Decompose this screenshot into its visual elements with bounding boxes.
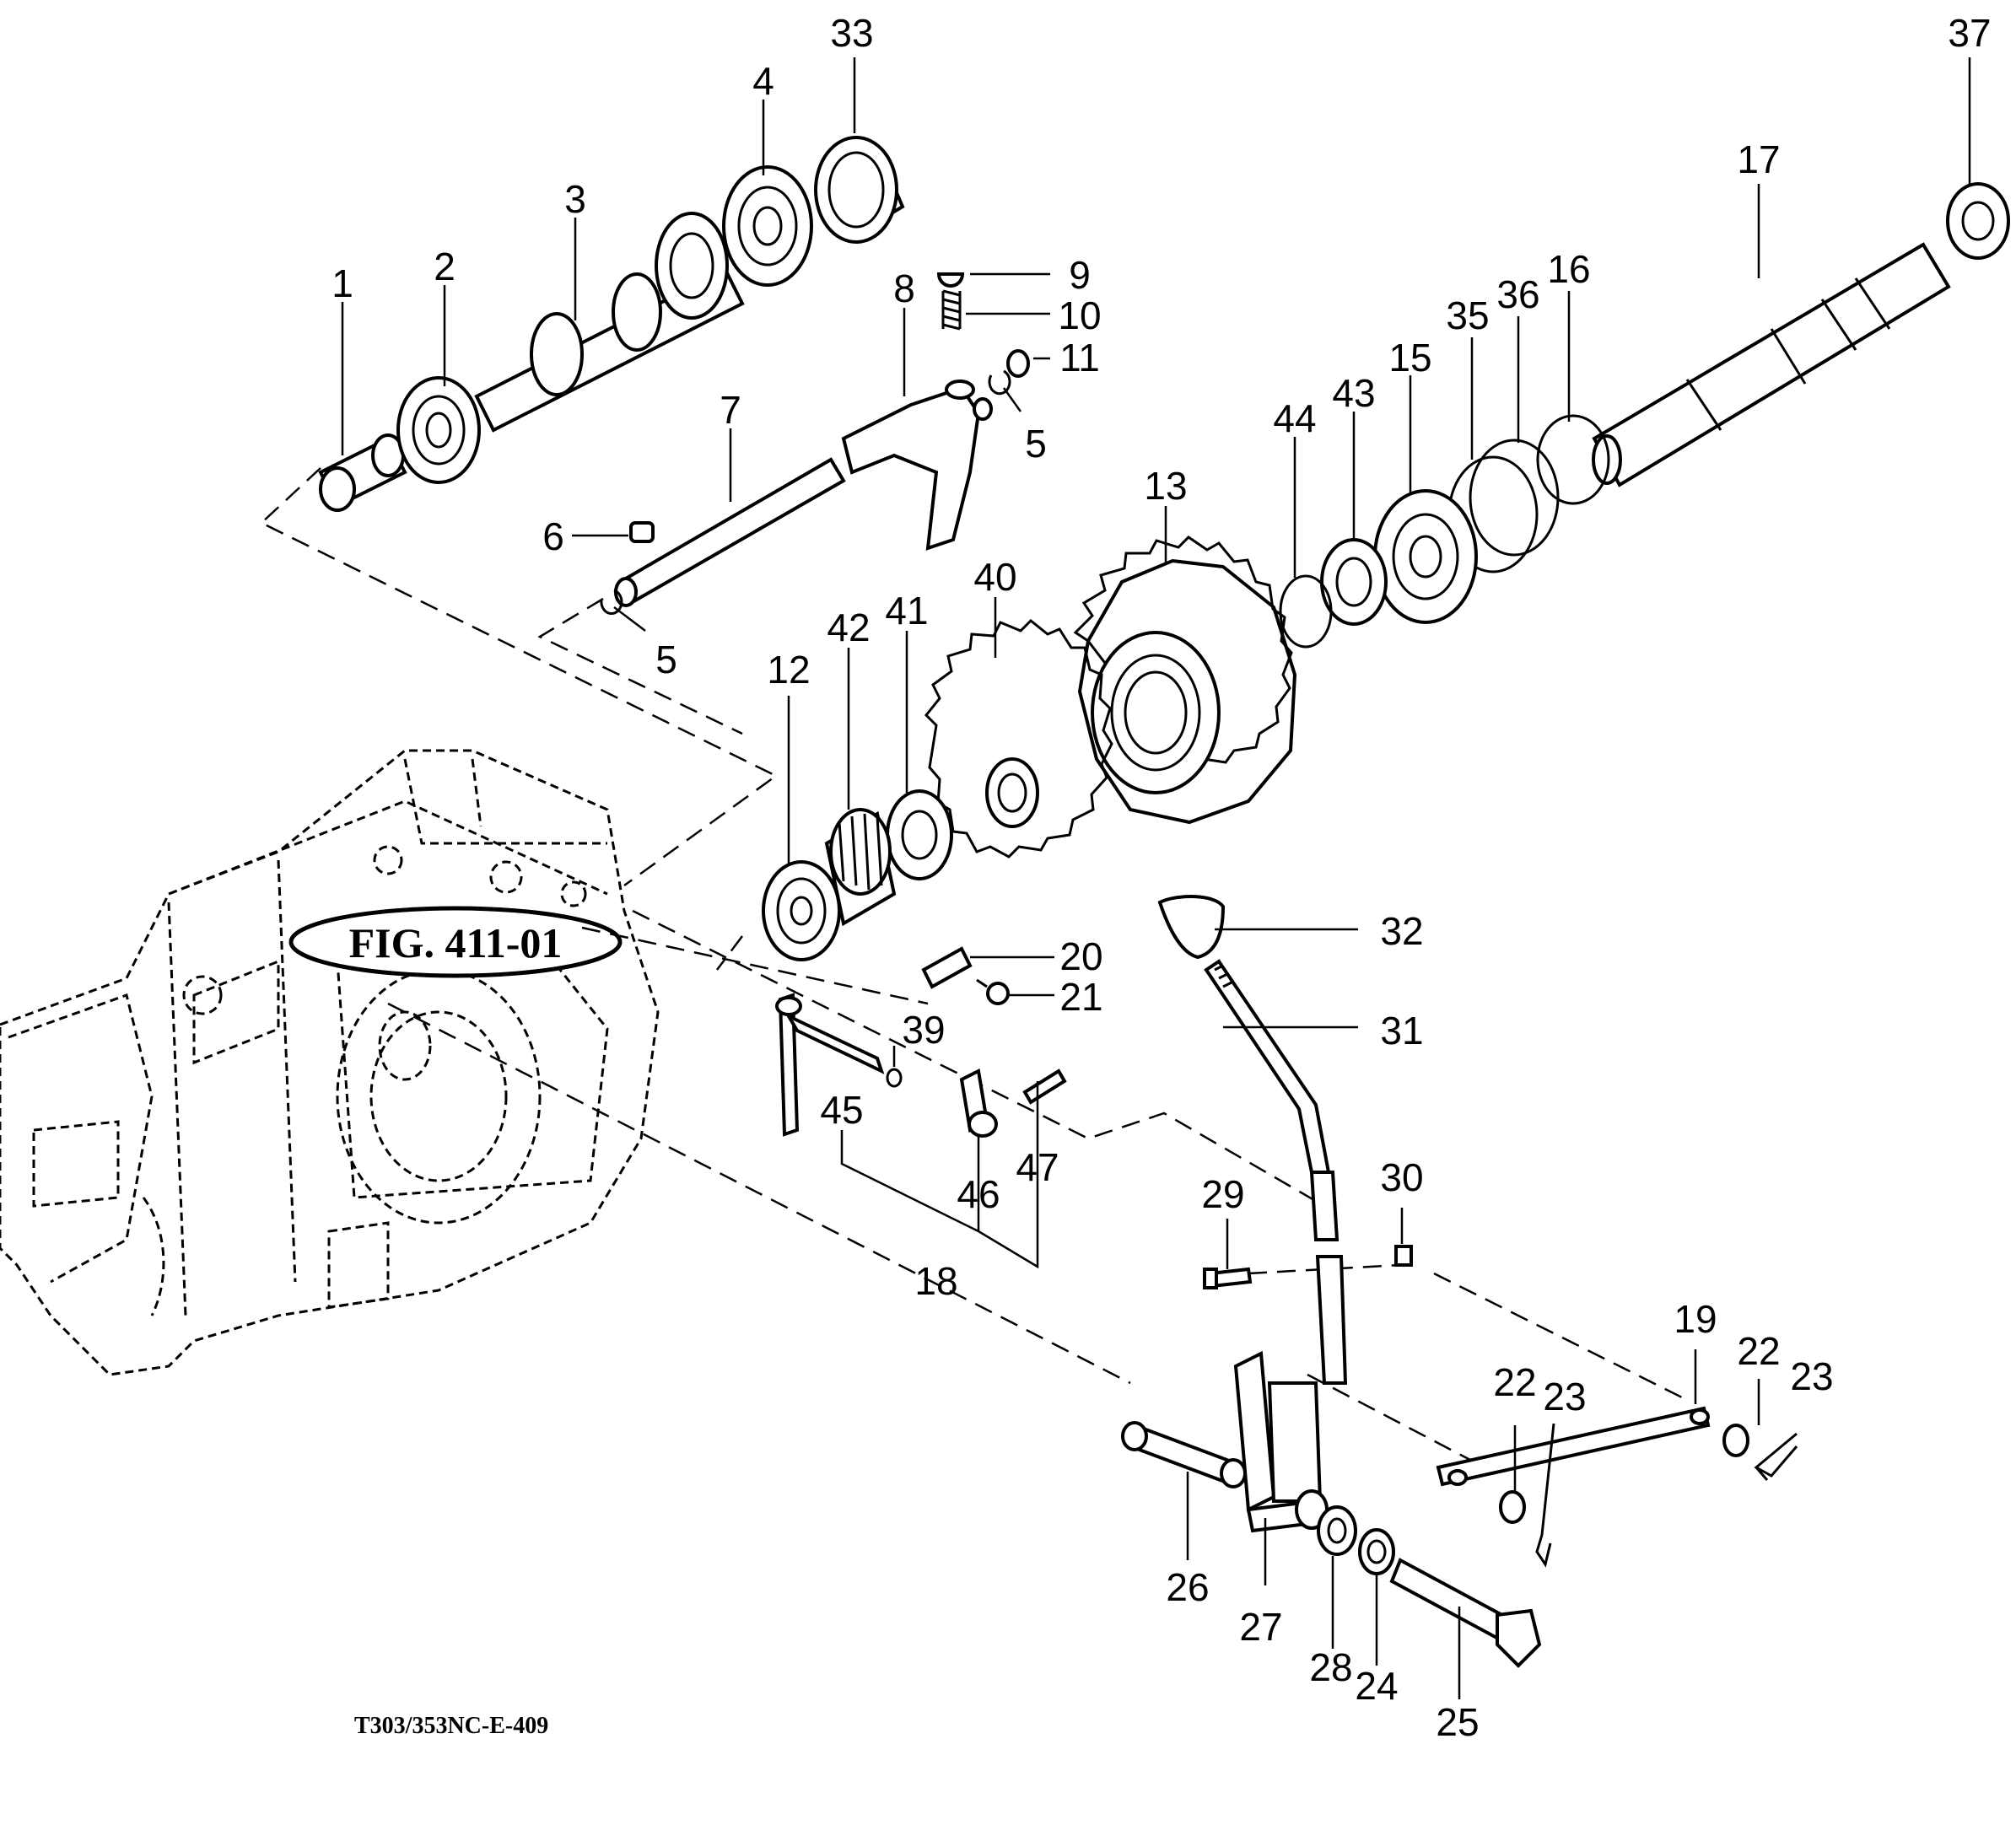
- callout-32: 32: [1380, 909, 1423, 953]
- part-17-output-shaft: [1592, 242, 1951, 487]
- part-44-snap-ring: [1279, 574, 1333, 649]
- callout-39: 39: [902, 1008, 945, 1052]
- part-27-lever-bracket: [1233, 1350, 1329, 1533]
- callout-2: 2: [434, 245, 455, 288]
- part-36-ring: [1469, 439, 1560, 557]
- assembly-lines: [259, 467, 1688, 1469]
- callout-22-left: 22: [1493, 1360, 1536, 1404]
- part-15-bearing: [1373, 489, 1478, 624]
- transmission-housing: [0, 749, 660, 1376]
- part-29-bolt: [1203, 1267, 1253, 1289]
- part-33-bearing-cup: [814, 136, 905, 244]
- callout-47: 47: [1016, 1145, 1059, 1189]
- figure-reference: FIG. 411-01: [288, 906, 623, 978]
- part-19-link-rod: [1436, 1406, 1711, 1487]
- part-37-bearing: [1946, 182, 2010, 260]
- callout-5-upper: 5: [1025, 422, 1047, 466]
- part-41-washer: [886, 789, 953, 880]
- part-47-pin: [1022, 1069, 1067, 1105]
- callout-24: 24: [1355, 1664, 1398, 1708]
- part-1-sleeve: [318, 433, 407, 512]
- callout-43: 43: [1332, 371, 1375, 415]
- part-3-input-shaft: [474, 212, 745, 433]
- callout-4: 4: [752, 59, 774, 103]
- callout-40: 40: [973, 555, 1016, 599]
- callout-27: 27: [1239, 1605, 1282, 1649]
- part-22-washer-left: [1499, 1490, 1526, 1524]
- part-10-spring: [941, 289, 962, 331]
- callout-41: 41: [885, 589, 928, 633]
- callout-3: 3: [564, 177, 586, 221]
- part-46-detent-arm: [959, 1069, 998, 1138]
- callout-23-left: 23: [1543, 1375, 1586, 1418]
- part-24-washer: [1358, 1528, 1395, 1575]
- callout-13: 13: [1144, 464, 1187, 508]
- part-12-bearing: [762, 860, 841, 961]
- lever-tube: [1309, 1171, 1348, 1385]
- drawing-code: T303/353NC-E-409: [354, 1713, 548, 1739]
- callout-9: 9: [1069, 253, 1091, 297]
- part-39-o-ring: [886, 1068, 903, 1088]
- callout-20: 20: [1059, 934, 1102, 978]
- part-20-plate: [921, 946, 973, 989]
- part-21-bolt: [976, 978, 1010, 1005]
- callout-45: 45: [820, 1088, 863, 1132]
- callout-11: 11: [1059, 336, 1100, 380]
- callout-30: 30: [1380, 1155, 1423, 1199]
- callout-16: 16: [1547, 247, 1590, 291]
- callout-35: 35: [1446, 293, 1489, 337]
- part-28-washer: [1317, 1505, 1357, 1556]
- callout-21: 21: [1059, 975, 1102, 1019]
- callout-8: 8: [893, 266, 915, 310]
- part-11-washer: [1006, 349, 1030, 378]
- part-9-ball: [936, 272, 965, 288]
- callout-28: 28: [1309, 1645, 1352, 1689]
- part-30-nut: [1394, 1245, 1413, 1267]
- part-45-shift-arm: [775, 993, 885, 1137]
- callout-46: 46: [957, 1172, 1000, 1216]
- callout-22-right: 22: [1737, 1329, 1780, 1373]
- part-13-gear-cluster: [1073, 536, 1297, 825]
- part-23-clip-left: [1535, 1423, 1555, 1568]
- leader-lines: [341, 57, 1971, 1699]
- callout-33: 33: [830, 11, 873, 55]
- part-5-circlip-upper: [988, 369, 1011, 396]
- callout-1: 1: [332, 261, 353, 305]
- callout-36: 36: [1496, 272, 1539, 316]
- callout-23-right: 23: [1790, 1354, 1833, 1398]
- part-43-washer: [1320, 538, 1388, 626]
- callout-19: 19: [1674, 1297, 1717, 1341]
- part-31-lever: [1204, 959, 1331, 1174]
- callout-42: 42: [827, 606, 870, 649]
- callout-29: 29: [1201, 1172, 1244, 1216]
- callout-37: 37: [1948, 11, 1991, 55]
- part-16-snap-ring: [1536, 414, 1610, 505]
- callout-6: 6: [542, 514, 564, 558]
- part-5-circlip-lower: [600, 589, 623, 616]
- part-4-bearing: [722, 165, 813, 287]
- figure-ref-text: FIG. 411-01: [349, 919, 563, 966]
- part-25-bolt: [1389, 1558, 1542, 1668]
- callout-25: 25: [1436, 1700, 1479, 1744]
- callout-18: 18: [914, 1259, 957, 1303]
- callout-17: 17: [1737, 137, 1780, 181]
- part-6-plug: [629, 521, 655, 543]
- callout-labels: 1 2 3 4 33 9 10 11 5 8 7 6 5 37 17 16 36…: [332, 11, 1991, 1744]
- callout-31: 31: [1380, 1009, 1423, 1052]
- part-2-bearing: [396, 376, 481, 484]
- callout-12: 12: [767, 648, 810, 692]
- callout-10: 10: [1058, 293, 1101, 337]
- callout-26: 26: [1166, 1565, 1209, 1609]
- part-23-clip-right: [1754, 1432, 1798, 1481]
- part-32-knob: [1157, 895, 1226, 960]
- callout-44: 44: [1273, 396, 1316, 440]
- part-26-bushing: [1121, 1421, 1247, 1488]
- callout-7: 7: [720, 388, 741, 432]
- part-40-gear: [924, 618, 1113, 859]
- part-22-washer-right: [1722, 1424, 1749, 1457]
- callout-5-lower: 5: [655, 638, 677, 681]
- part-8-shift-fork: [841, 380, 993, 551]
- callout-15: 15: [1388, 336, 1431, 380]
